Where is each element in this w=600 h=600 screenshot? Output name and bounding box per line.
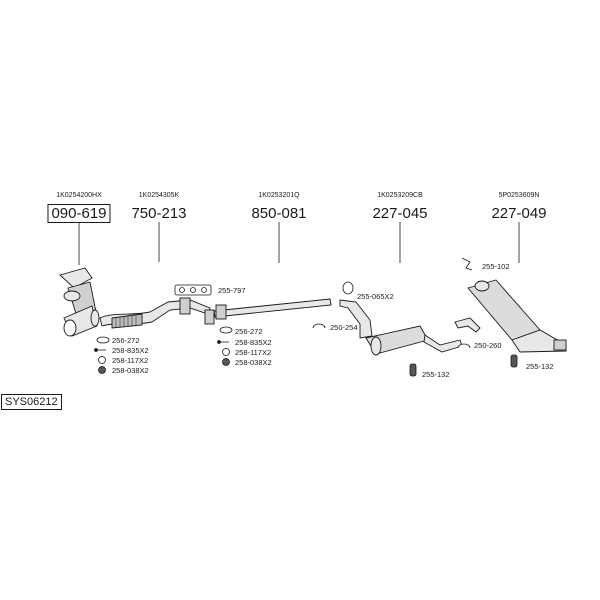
oe-number: 1K0254305K [138, 192, 180, 199]
oe-number: 5P0253609N [498, 192, 540, 199]
rubber-mount-icon [409, 363, 417, 377]
clamp-icon [312, 323, 326, 329]
accessory-label[interactable]: 255-132 [422, 370, 450, 379]
nut-icon [222, 358, 230, 366]
oe-number: 1K0253201Q [258, 192, 300, 199]
part-number-label[interactable]: 850-081 [251, 205, 307, 222]
gasket-255-797-part [174, 284, 212, 296]
accessory-label[interactable]: 258-117X2 [235, 348, 272, 357]
accessory-label[interactable]: 258-835X2 [235, 338, 272, 347]
accessory-label[interactable]: 250-260 [474, 341, 502, 350]
catalytic-converter-part [59, 267, 100, 337]
front-pipe-part [99, 297, 215, 329]
hanger-icon [461, 257, 473, 271]
spring-washer-icon [222, 348, 230, 356]
rear-silencer-part [454, 279, 567, 353]
clamp-icon [457, 343, 471, 349]
accessory-label[interactable]: 255-065X2 [357, 292, 394, 301]
oe-number: 1K0254200HX [56, 192, 102, 199]
accessory-label[interactable]: 255-132 [526, 362, 554, 371]
accessory-label[interactable]: 256-272 [112, 336, 140, 345]
part-number-label[interactable]: 750-213 [131, 205, 187, 222]
system-code-label: SYS06212 [1, 394, 62, 410]
accessory-label[interactable]: 258-038X2 [235, 358, 272, 367]
accessory-label[interactable]: 258-835X2 [112, 346, 149, 355]
nut-icon [98, 366, 106, 374]
part-number-label[interactable]: 227-045 [372, 205, 428, 222]
gasket-icon [219, 326, 233, 334]
clamp-icon [342, 281, 354, 295]
accessory-label[interactable]: 255-797 [218, 286, 246, 295]
oe-number: 1K0253209CB [377, 192, 423, 199]
spring-washer-icon [98, 356, 106, 364]
gasket-icon [96, 336, 110, 344]
middle-silencer-part [339, 299, 463, 356]
part-number-label[interactable]: 090-619 [47, 204, 111, 223]
part-number-label[interactable]: 227-049 [491, 205, 547, 222]
intermediate-pipe-part [213, 298, 332, 320]
accessory-label[interactable]: 258-117X2 [112, 356, 149, 365]
accessory-label[interactable]: 250-254 [330, 323, 358, 332]
accessory-label[interactable]: 256-272 [235, 327, 263, 336]
accessory-label[interactable]: 258-038X2 [112, 366, 149, 375]
accessory-label[interactable]: 255-102 [482, 262, 510, 271]
rubber-mount-icon [510, 354, 518, 368]
